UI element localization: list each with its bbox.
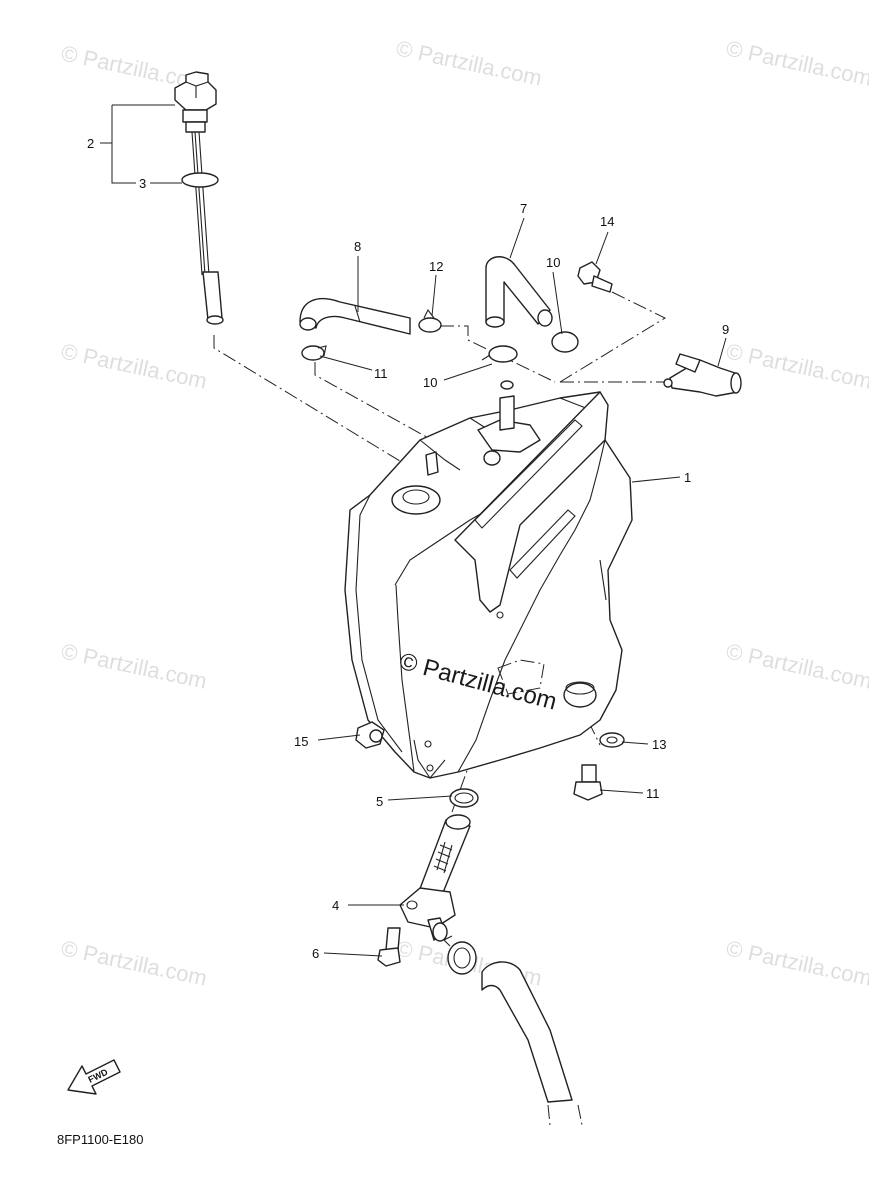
elbow-fitting-9 (663, 353, 742, 397)
bottom-hose (481, 961, 573, 1103)
strainer-pipe-4 (399, 814, 471, 942)
watermark: © Partzilla.com (59, 935, 209, 990)
watermark: © Partzilla.com (724, 338, 869, 393)
o-ring-3 (181, 172, 219, 188)
callout-7: 7 (520, 201, 527, 216)
bolt-12 (573, 764, 603, 801)
watermark: © Partzilla.com (59, 338, 209, 393)
bolt-6 (377, 927, 401, 967)
mount-bracket (454, 391, 609, 613)
callout-14: 14 (600, 214, 614, 229)
hose-7 (485, 256, 553, 328)
assembly-line-hose8 (314, 362, 433, 441)
callout-9: 9 (722, 322, 729, 337)
o-ring-5 (449, 788, 479, 808)
assembly-line-bolt14 (559, 291, 667, 383)
watermark: © Partzilla.com (394, 35, 544, 90)
callout-4: 4 (332, 898, 339, 913)
nut-15 (355, 721, 385, 749)
callout-12: 11 (646, 786, 660, 801)
level-gauge (174, 71, 224, 325)
callout-10-top: 10 (546, 255, 560, 270)
drawing-code: 8FP1100-E180 (57, 1132, 144, 1147)
leader-lines (100, 104, 727, 957)
callout-6: 6 (312, 946, 319, 961)
callout-15: 15 (294, 734, 308, 749)
watermark: © Partzilla.com (724, 638, 869, 693)
bolt-14 (577, 261, 613, 293)
callout-11-bottom: 11 (374, 366, 388, 381)
callout-13: 13 (652, 737, 666, 752)
callouts: 2 3 8 12 7 10 14 9 11 10 1 15 13 5 11 4 … (87, 136, 729, 961)
watermark: © Partzilla.com (724, 35, 869, 90)
fwd-arrow-icon: FWD (67, 1059, 121, 1095)
callout-3: 3 (139, 176, 146, 191)
assembly-line-gauge (213, 335, 419, 473)
clamps-10 (481, 331, 579, 363)
callout-11-top: 12 (429, 259, 443, 274)
callout-5: 5 (376, 794, 383, 809)
oil-tank-1 (344, 380, 633, 779)
washer-13 (599, 732, 625, 748)
watermark: © Partzilla.com (724, 935, 869, 990)
bottom-clamp (443, 935, 477, 975)
callout-2: 2 (87, 136, 94, 151)
assembly-line-hose-bottom (547, 1104, 583, 1126)
clamps-11 (301, 308, 442, 361)
callout-10-bottom: 10 (423, 375, 437, 390)
callout-8: 8 (354, 239, 361, 254)
hose-8 (299, 298, 411, 335)
callout-1: 1 (684, 470, 691, 485)
watermark: © Partzilla.com (59, 638, 209, 693)
